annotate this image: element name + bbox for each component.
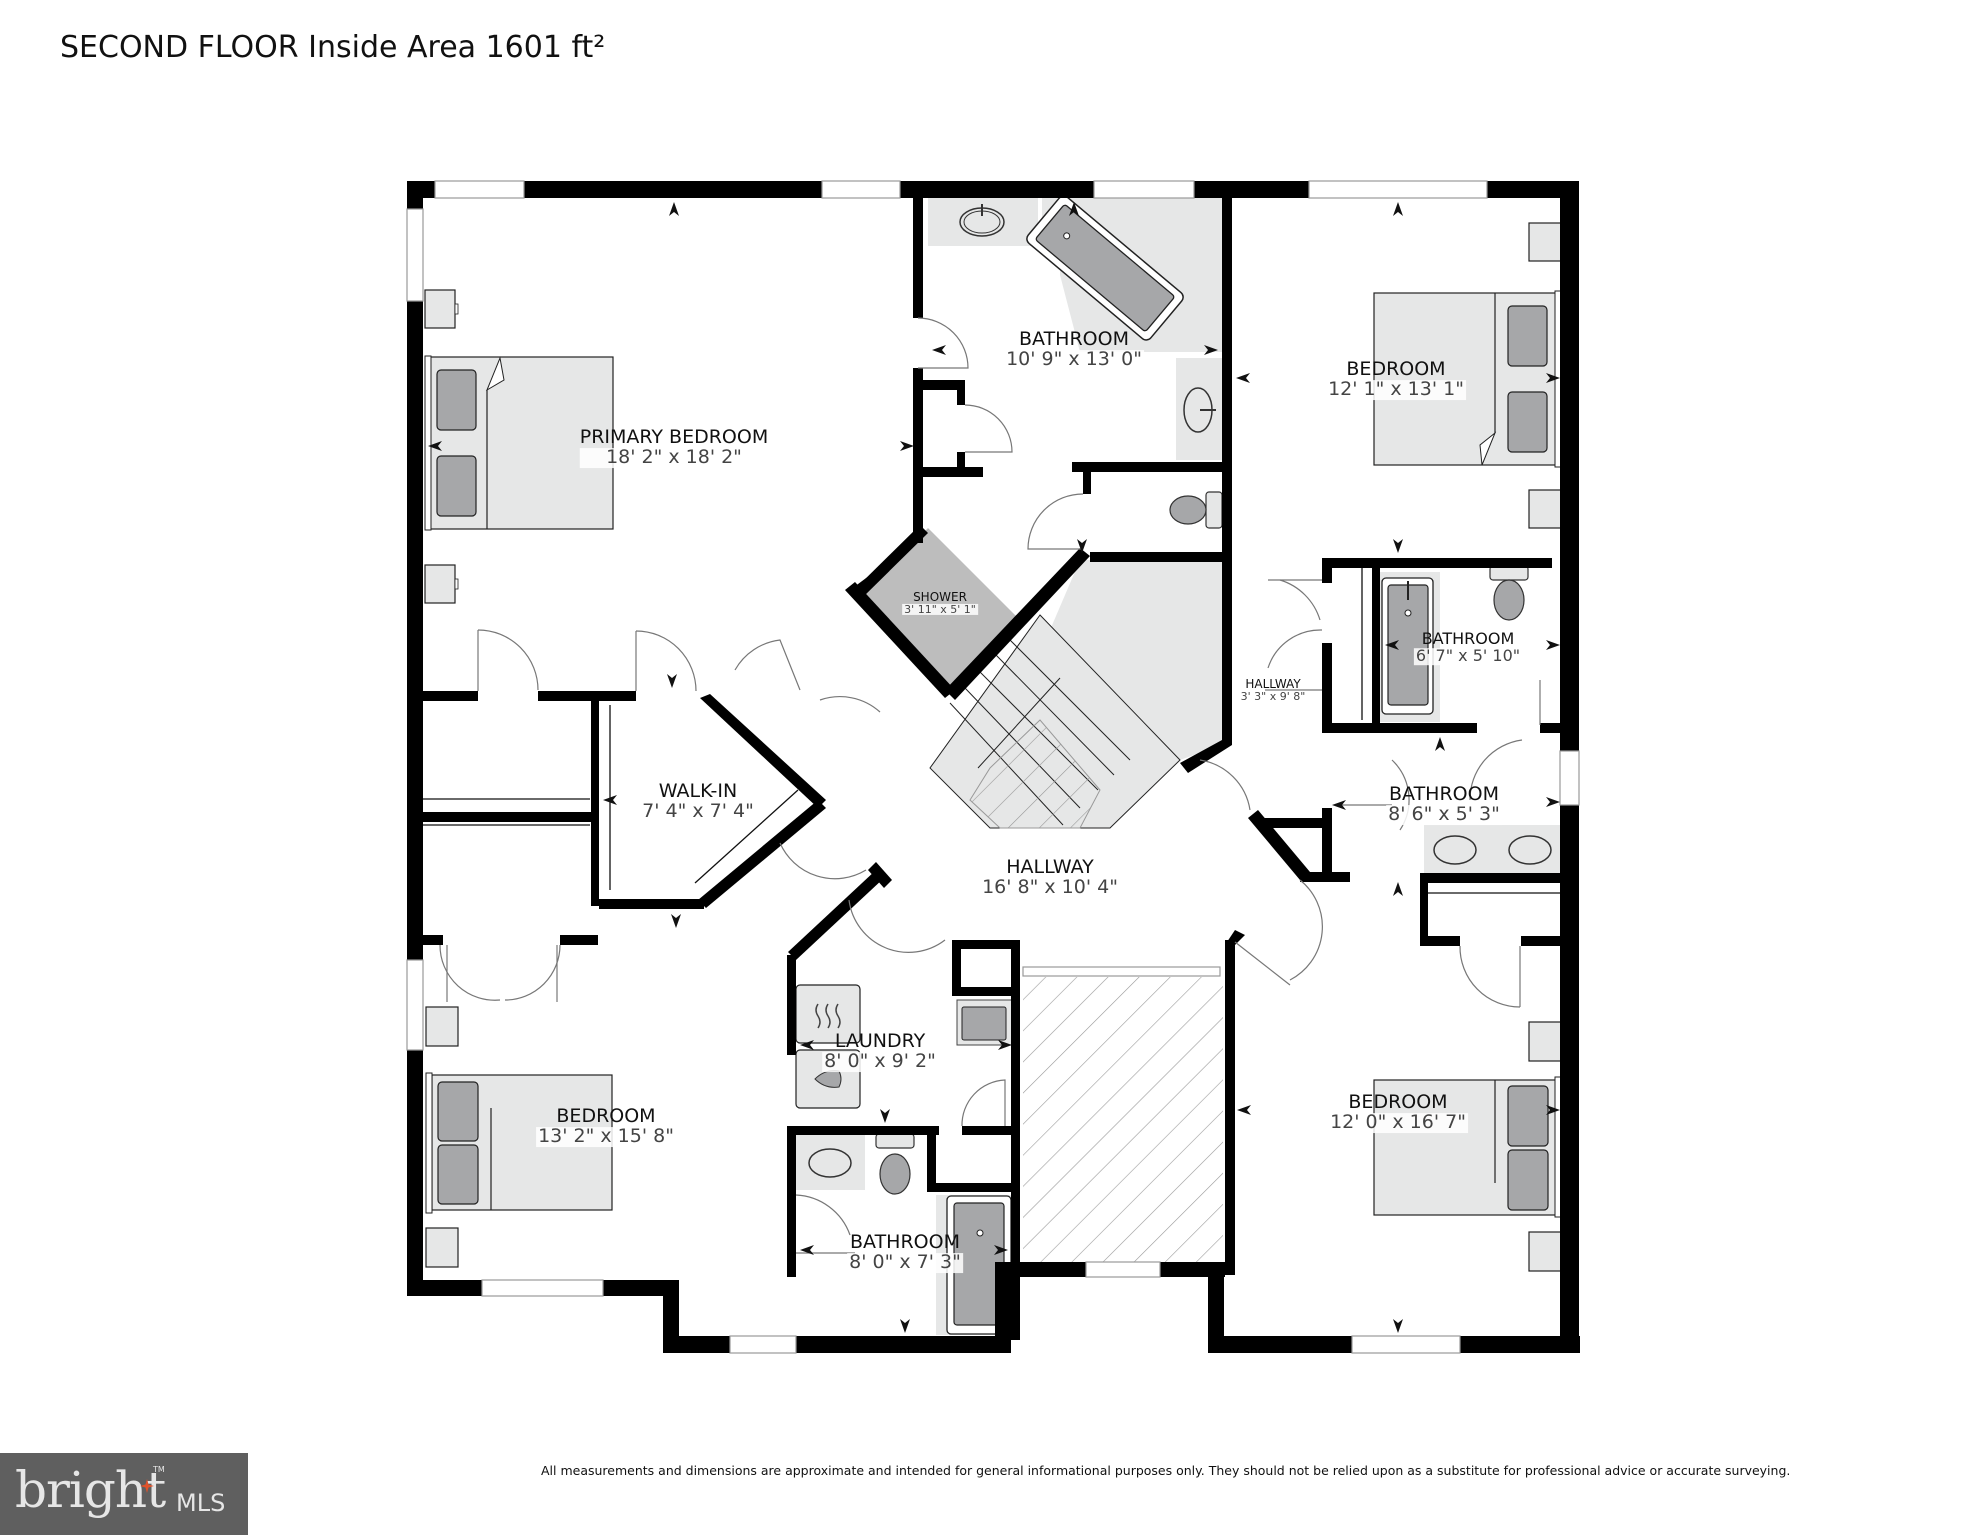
bed-icon xyxy=(425,1072,613,1214)
logo-wordmark: bright xyxy=(15,1461,166,1519)
windows xyxy=(406,180,1580,1354)
toilet-icon xyxy=(1489,565,1529,621)
logo-trademark: TM xyxy=(153,1465,165,1474)
sink-icon xyxy=(959,204,1005,237)
toilet-icon xyxy=(875,1133,915,1195)
bed-icon xyxy=(1373,290,1562,468)
sink-icon xyxy=(1183,387,1216,433)
sink-icon xyxy=(1433,835,1477,865)
bathtub-icon xyxy=(1026,195,1184,341)
floor-title: SECOND FLOOR Inside Area 1601 ft² xyxy=(60,30,606,65)
disclaimer-text: All measurements and dimensions are appr… xyxy=(541,1463,1791,1478)
walls xyxy=(407,181,1580,1353)
nightstand-icon xyxy=(1528,1021,1562,1062)
toilet-icon xyxy=(1169,491,1223,529)
nightstand-icon xyxy=(425,1006,459,1047)
bathtub-icon xyxy=(1381,577,1434,715)
sparkle-icon xyxy=(140,1479,154,1493)
nightstand-icon xyxy=(1528,1231,1562,1272)
doors[interactable] xyxy=(439,317,1541,1254)
closet-rods xyxy=(423,565,1560,894)
fixtures xyxy=(424,195,1562,1335)
sink-icon xyxy=(808,1148,852,1178)
bright-mls-logo: bright TM MLS xyxy=(0,1453,248,1535)
sink-icon xyxy=(1508,835,1552,865)
logo-mls: MLS xyxy=(176,1489,226,1517)
bed-icon xyxy=(1373,1076,1562,1218)
open-to-below-area xyxy=(1023,977,1223,1272)
nightstand-icon xyxy=(424,564,459,604)
nightstand-icon xyxy=(425,1227,459,1268)
nightstand-icon xyxy=(424,289,459,329)
bed-icon xyxy=(424,355,614,531)
